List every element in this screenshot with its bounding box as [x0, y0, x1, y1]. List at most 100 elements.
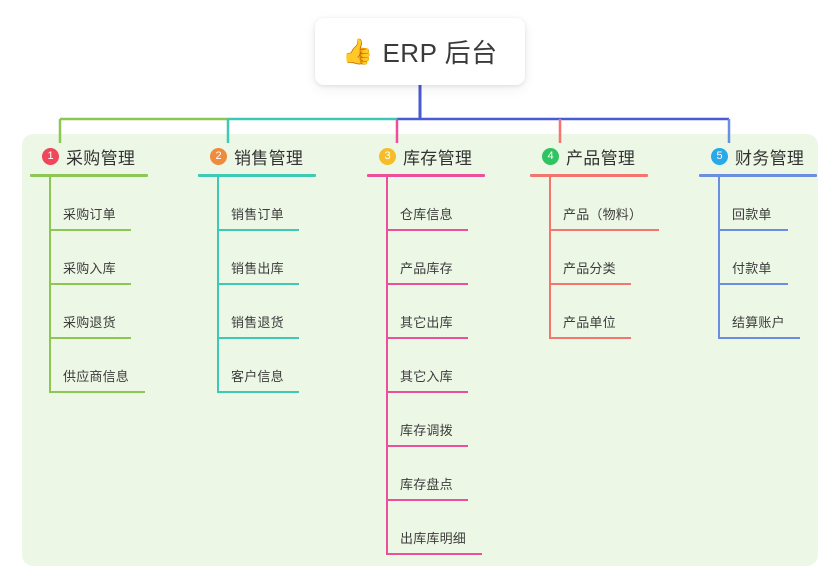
leaf-item-underline	[217, 337, 299, 339]
leaf-item-label: 其它出库	[400, 315, 453, 330]
leaf-item-underline	[718, 229, 788, 231]
branch-header-4[interactable]: 4 产品管理	[530, 143, 648, 169]
root-node-title: ERP 后台	[382, 38, 498, 68]
leaf-item[interactable]: 产品单位	[549, 285, 648, 339]
branch-3[interactable]: 3 库存管理仓库信息产品库存其它出库其它入库库存调拨库存盘点出库库明细	[367, 143, 485, 555]
branch-number-badge: 3	[379, 147, 396, 165]
leaf-item-underline	[386, 229, 468, 231]
branch-spine	[217, 177, 219, 393]
leaf-item-label: 出库库明细	[400, 531, 467, 546]
leaf-item[interactable]: 库存调拨	[386, 393, 485, 447]
leaf-item-underline	[386, 391, 468, 393]
leaf-item[interactable]: 采购入库	[49, 231, 148, 285]
leaf-item-underline	[217, 229, 299, 231]
branch-items: 回款单付款单结算账户	[718, 177, 817, 339]
branch-title: 库存管理	[403, 148, 473, 168]
leaf-item-label: 采购退货	[63, 315, 116, 330]
branch-spine	[718, 177, 720, 339]
branch-items: 销售订单销售出库销售退货客户信息	[217, 177, 316, 393]
leaf-item[interactable]: 其它入库	[386, 339, 485, 393]
leaf-item-label: 产品库存	[400, 261, 453, 276]
leaf-item-label: 产品（物料）	[563, 207, 643, 222]
leaf-item-underline	[386, 337, 468, 339]
leaf-item[interactable]: 出库库明细	[386, 501, 485, 555]
leaf-item[interactable]: 产品分类	[549, 231, 648, 285]
branch-number-badge: 2	[210, 147, 227, 165]
branch-title: 产品管理	[566, 148, 636, 168]
leaf-item-underline	[49, 391, 145, 393]
leaf-item-underline	[217, 283, 299, 285]
leaf-item[interactable]: 结算账户	[718, 285, 817, 339]
leaf-item-label: 产品分类	[563, 261, 616, 276]
leaf-item-underline	[549, 283, 631, 285]
leaf-item-underline	[386, 499, 468, 501]
leaf-item[interactable]: 销售出库	[217, 231, 316, 285]
leaf-item-label: 销售出库	[231, 261, 284, 276]
leaf-item-label: 采购入库	[63, 261, 116, 276]
leaf-item-underline	[549, 229, 659, 231]
branch-items: 仓库信息产品库存其它出库其它入库库存调拨库存盘点出库库明细	[386, 177, 485, 555]
leaf-item-underline	[718, 337, 800, 339]
leaf-item-underline	[386, 283, 468, 285]
leaf-item-label: 付款单	[732, 261, 772, 276]
branch-4[interactable]: 4 产品管理产品（物料） 产品分类产品单位	[530, 143, 659, 339]
branch-2[interactable]: 2 销售管理销售订单销售出库销售退货客户信息	[198, 143, 316, 393]
branch-underline	[198, 174, 316, 177]
leaf-item[interactable]: 销售退货	[217, 285, 316, 339]
leaf-item[interactable]: 回款单	[718, 177, 817, 231]
leaf-item-underline	[49, 229, 131, 231]
leaf-item-label: 库存调拨	[400, 423, 453, 438]
leaf-item-label: 结算账户	[732, 315, 785, 330]
leaf-item-label: 供应商信息	[63, 369, 130, 384]
root-node-erp-backend[interactable]: 👍 ERP 后台	[315, 18, 525, 85]
branch-header-2[interactable]: 2 销售管理	[198, 143, 316, 169]
leaf-item[interactable]: 供应商信息	[49, 339, 148, 393]
branch-header-3[interactable]: 3 库存管理	[367, 143, 485, 169]
leaf-item-label: 回款单	[732, 207, 772, 222]
leaf-item-label: 其它入库	[400, 369, 453, 384]
leaf-item-label: 产品单位	[563, 315, 616, 330]
leaf-item[interactable]: 产品库存	[386, 231, 485, 285]
branch-header-1[interactable]: 1 采购管理	[30, 143, 148, 169]
leaf-item[interactable]: 付款单	[718, 231, 817, 285]
leaf-item-underline	[49, 337, 131, 339]
branch-number-badge: 4	[542, 147, 559, 165]
branch-number-badge: 1	[42, 147, 59, 165]
leaf-item[interactable]: 产品（物料）	[549, 177, 659, 231]
branch-items: 产品（物料） 产品分类产品单位	[549, 177, 659, 339]
branch-spine	[386, 177, 388, 555]
branch-underline	[530, 174, 648, 177]
branch-title: 财务管理	[735, 148, 805, 168]
branch-1[interactable]: 1 采购管理采购订单采购入库采购退货供应商信息	[30, 143, 148, 393]
leaf-item[interactable]: 采购订单	[49, 177, 148, 231]
branch-number-badge: 5	[711, 147, 728, 165]
branch-items: 采购订单采购入库采购退货供应商信息	[49, 177, 148, 393]
leaf-item[interactable]: 库存盘点	[386, 447, 485, 501]
branch-underline	[367, 174, 485, 177]
branch-title: 销售管理	[234, 148, 304, 168]
leaf-item-underline	[217, 391, 299, 393]
leaf-item[interactable]: 采购退货	[49, 285, 148, 339]
root-node-content: 👍 ERP 后台	[342, 33, 497, 70]
branch-underline	[30, 174, 148, 177]
leaf-item-underline	[718, 283, 788, 285]
leaf-item-underline	[386, 553, 482, 555]
leaf-item-underline	[49, 283, 131, 285]
leaf-item[interactable]: 客户信息	[217, 339, 316, 393]
leaf-item-label: 仓库信息	[400, 207, 453, 222]
branch-title: 采购管理	[66, 148, 136, 168]
leaf-item[interactable]: 其它出库	[386, 285, 485, 339]
leaf-item-label: 销售退货	[231, 315, 284, 330]
diagram-background-panel	[22, 134, 818, 566]
branch-spine	[549, 177, 551, 339]
branch-spine	[49, 177, 51, 393]
branch-underline	[699, 174, 817, 177]
branch-header-5[interactable]: 5 财务管理	[699, 143, 817, 169]
leaf-item-label: 库存盘点	[400, 477, 453, 492]
branch-5[interactable]: 5 财务管理回款单付款单结算账户	[699, 143, 817, 339]
leaf-item[interactable]: 销售订单	[217, 177, 316, 231]
thumbs-up-icon: 👍	[342, 37, 374, 66]
leaf-item[interactable]: 仓库信息	[386, 177, 485, 231]
leaf-item-underline	[386, 445, 468, 447]
leaf-item-label: 采购订单	[63, 207, 116, 222]
